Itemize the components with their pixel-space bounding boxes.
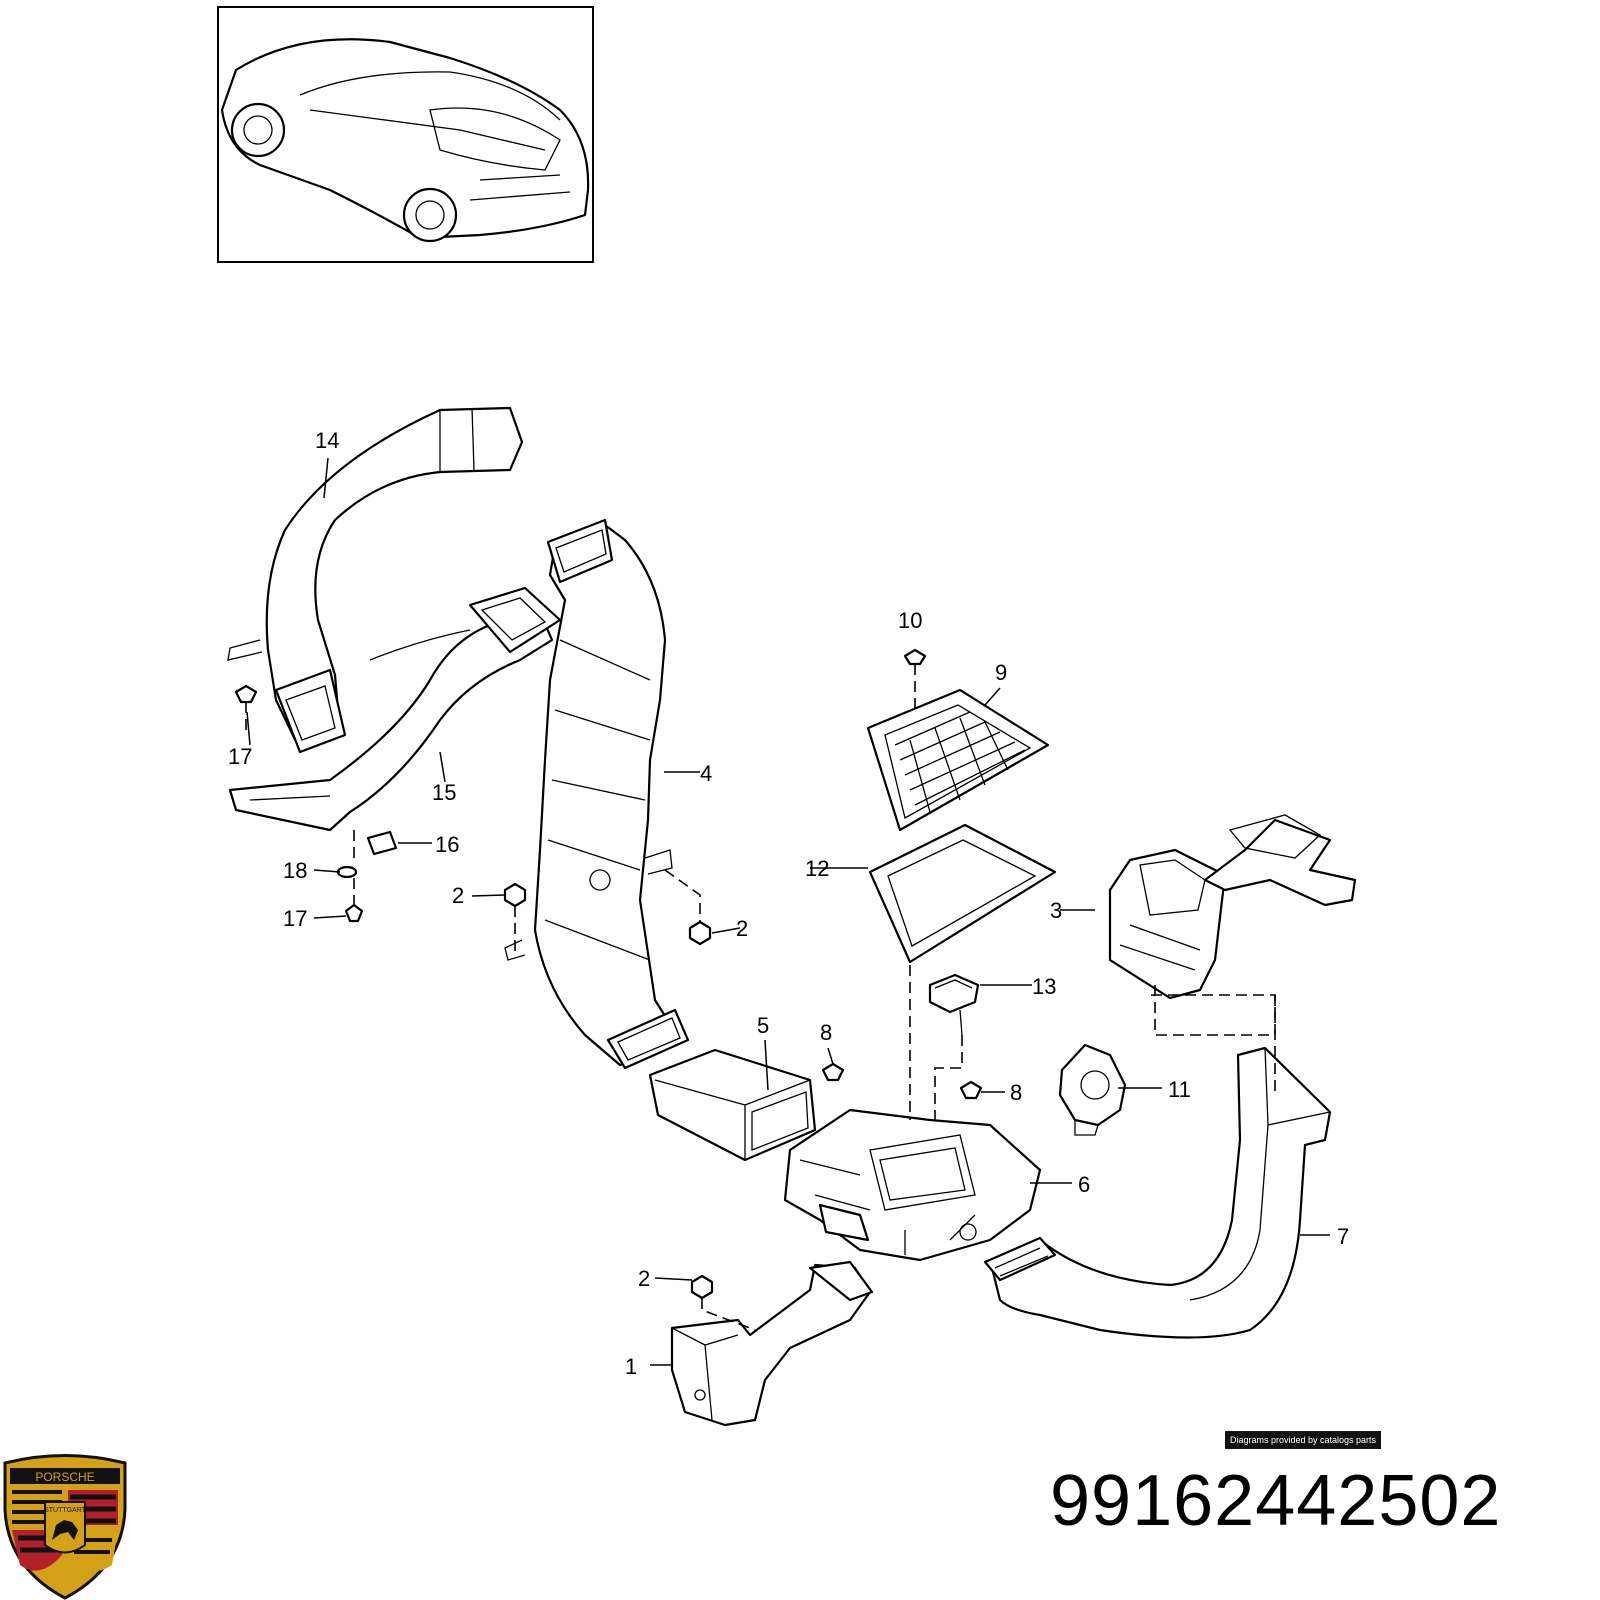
callout-5: 5 (757, 1013, 769, 1038)
callout-9: 9 (995, 660, 1007, 685)
callout-18: 18 (283, 858, 307, 883)
callout-17b: 17 (283, 906, 307, 931)
part-6-housing (783, 1108, 1042, 1262)
part-5-connector (648, 1048, 817, 1162)
car-overview-icon (217, 6, 594, 263)
porsche-crest-icon: PORSCHE STUTTGART (3, 1454, 127, 1600)
callout-10: 10 (898, 608, 922, 633)
part-13-sensor (928, 973, 980, 1014)
svg-text:STUTTGART: STUTTGART (44, 1507, 87, 1514)
part-15-duct (228, 610, 554, 832)
callout-3: 3 (1050, 898, 1062, 923)
part-4-duct (533, 523, 682, 1067)
callout-7: 7 (1337, 1224, 1349, 1249)
part-7-duct (988, 1046, 1332, 1339)
leader-lines (246, 457, 1330, 1366)
callout-16: 16 (435, 832, 459, 857)
callout-11: 11 (1168, 1077, 1191, 1102)
callout-13: 13 (1032, 974, 1056, 999)
part-9-grille (866, 688, 1050, 832)
callout-2c: 2 (638, 1266, 650, 1291)
credit-banner: Diagrams provided by catalogs parts (1225, 1431, 1381, 1449)
callout-2b: 2 (736, 916, 748, 941)
callout-14: 14 (315, 428, 339, 453)
callout-6: 6 (1078, 1172, 1090, 1197)
callout-15: 15 (432, 780, 456, 805)
assembly-lines (245, 664, 1276, 1331)
part-3-duct (1108, 848, 1227, 1000)
callout-4: 4 (700, 761, 712, 786)
part-1-duct (670, 1263, 872, 1427)
callout-8b: 8 (1010, 1080, 1022, 1105)
part-11-actuator (1058, 1043, 1127, 1127)
callout-8a: 8 (820, 1020, 832, 1045)
svg-text:PORSCHE: PORSCHE (35, 1470, 94, 1484)
part-12-gasket (868, 823, 1057, 964)
callout-2a: 2 (452, 883, 464, 908)
part-number: 99162442502 (1050, 1461, 1502, 1541)
callout-17a: 17 (228, 744, 252, 769)
callout-1: 1 (625, 1354, 637, 1379)
callout-numbers: 1 2 2 2 3 4 5 6 7 8 8 9 10 11 12 13 14 1… (228, 428, 1349, 1379)
callout-12: 12 (805, 856, 829, 881)
